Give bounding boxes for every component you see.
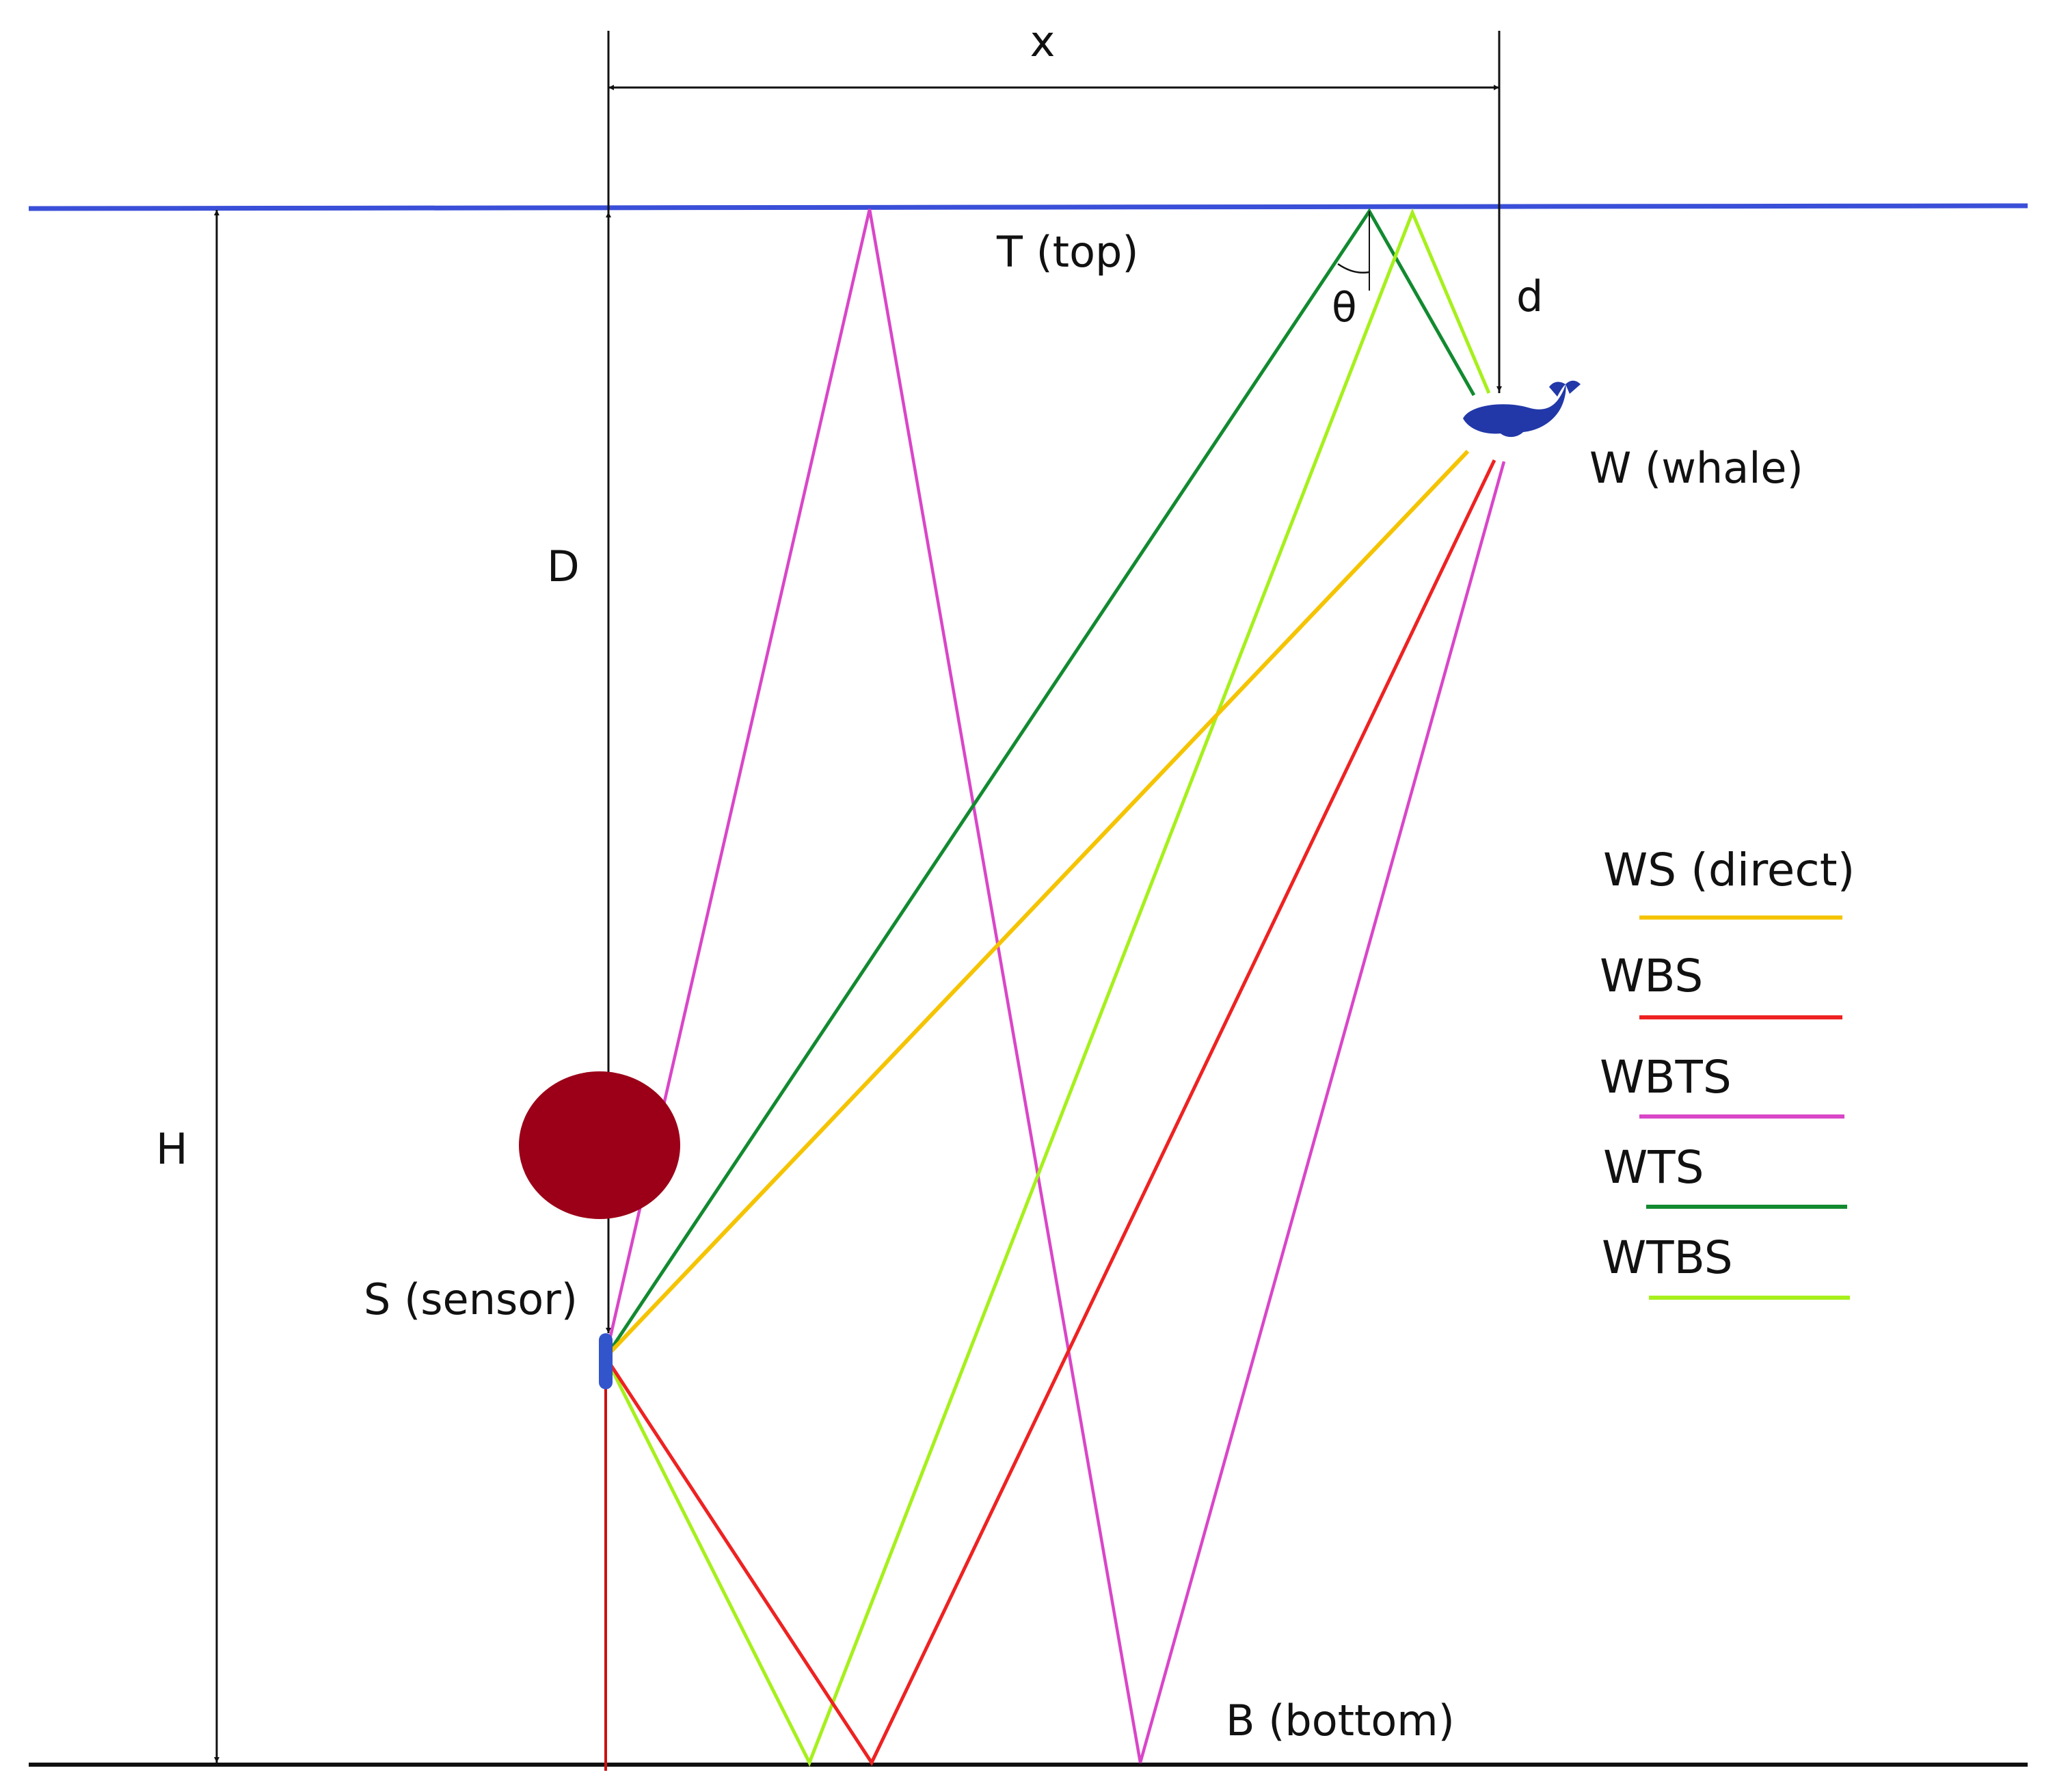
theta-label: θ (1332, 284, 1357, 332)
top-label: T (top) (996, 227, 1139, 277)
sea-surface-line (28, 203, 2028, 211)
ray-wtbs (604, 208, 1491, 1767)
legend-label: WTBS (1602, 1231, 1733, 1284)
x-label: x (1030, 16, 1056, 66)
bottom-label: B (bottom) (1226, 1696, 1455, 1746)
buoy-float (519, 1071, 680, 1219)
legend: WS (direct) WBS WBTS WTS WTBS (1600, 844, 1855, 1300)
legend-label: WBS (1600, 950, 1703, 1002)
whale-icon (1463, 380, 1581, 438)
H-label: H (156, 1124, 188, 1174)
whale-label: W (whale) (1589, 443, 1803, 493)
ray-ws-direct (604, 449, 1470, 1359)
ray-wbs (604, 459, 1496, 1767)
legend-label: WBTS (1600, 1051, 1732, 1104)
sensor-icon (599, 1333, 613, 1389)
D-label: D (547, 541, 580, 591)
sensor-label: S (sensor) (364, 1274, 578, 1324)
legend-label: WS (direct) (1603, 844, 1855, 896)
d-label: d (1516, 271, 1543, 321)
ray-wbts (604, 209, 1506, 1763)
legend-label: WTS (1603, 1141, 1704, 1194)
theta-angle-arc (1337, 263, 1370, 273)
